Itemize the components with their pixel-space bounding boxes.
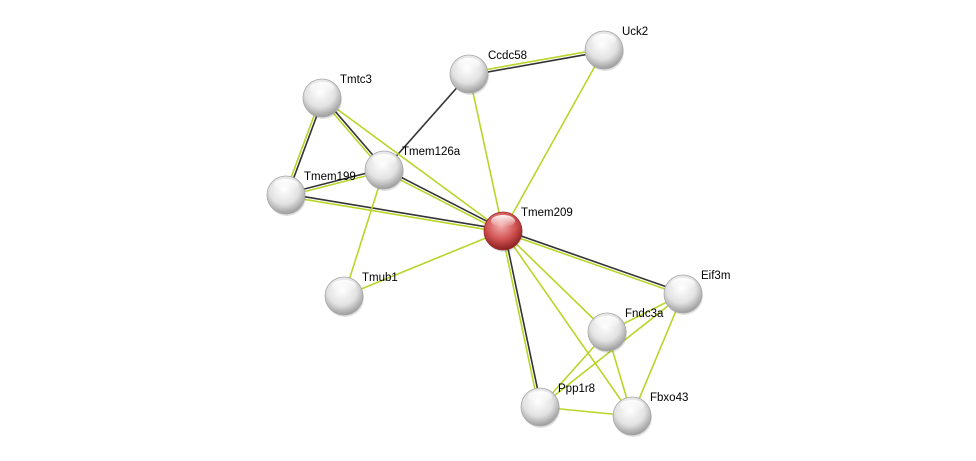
node-tmem209[interactable]: Tmem209 (483, 207, 573, 252)
node-highlight (332, 280, 356, 292)
node-tmub1[interactable]: Tmub1 (324, 272, 398, 317)
edge-tmem209-eif3m-dark[interactable] (503, 229, 684, 294)
node-highlight (491, 215, 515, 227)
node-highlight (595, 316, 619, 328)
edge-tmem209-ppp1r8-dark[interactable] (503, 230, 543, 407)
node-tmem126a[interactable]: Tmem126a (364, 146, 461, 191)
edge-uck2-ccdc58-green[interactable] (468, 47, 604, 74)
node-fndc3a[interactable]: Fndc3a (587, 308, 664, 353)
edge-tmem209-fndc3a-green[interactable] (502, 230, 608, 333)
edge-eif3m-fbxo43-green[interactable] (631, 293, 684, 417)
node-fbxo43[interactable]: Fbxo43 (612, 392, 688, 437)
edge-tmem126a-tmub1-green[interactable] (343, 169, 385, 297)
node-label: Tmtc3 (340, 74, 372, 86)
edge-tmtc3-tmem209-green[interactable] (321, 97, 504, 232)
node-highlight (372, 154, 396, 166)
edge-uck2-tmem209-green[interactable] (502, 49, 605, 232)
edge-tmem209-eif3m-green[interactable] (502, 231, 683, 296)
node-tmtc3[interactable]: Tmtc3 (302, 74, 372, 119)
edge-ccdc58-tmem209-green[interactable] (468, 73, 504, 232)
node-eif3m[interactable]: Eif3m (663, 270, 730, 315)
edge-tmem126a-tmem209-green[interactable] (383, 170, 503, 233)
node-label: Tmem199 (304, 171, 356, 183)
edge-tmub1-tmem209-green[interactable] (343, 230, 504, 297)
edge-uck2-ccdc58-dark[interactable] (469, 50, 605, 77)
node-label: Fndc3a (625, 308, 664, 320)
node-highlight (274, 179, 298, 191)
edge-tmem209-fbxo43-green[interactable] (502, 230, 633, 417)
node-label: Tmem126a (402, 146, 461, 158)
edge-tmem199-tmem209-green[interactable] (285, 195, 503, 234)
node-label: Eif3m (701, 270, 730, 282)
edge-tmem209-ppp1r8-green[interactable] (500, 231, 540, 408)
edge-tmem126a-tmem209-dark[interactable] (384, 168, 504, 231)
node-label: Tmub1 (362, 272, 398, 284)
node-highlight (457, 58, 481, 70)
node-label: Ppp1r8 (558, 383, 595, 395)
node-highlight (592, 34, 616, 46)
node-highlight (528, 391, 552, 403)
node-highlight (310, 82, 334, 94)
node-ccdc58[interactable]: Ccdc58 (449, 50, 527, 95)
node-label: Tmem209 (521, 207, 573, 219)
node-label: Ccdc58 (488, 50, 527, 62)
node-label: Fbxo43 (650, 392, 688, 404)
node-uck2[interactable]: Uck2 (584, 26, 648, 71)
node-highlight (671, 278, 695, 290)
node-tmem199[interactable]: Tmem199 (266, 171, 356, 216)
node-ppp1r8[interactable]: Ppp1r8 (520, 383, 595, 428)
node-label: Uck2 (622, 26, 648, 38)
node-highlight (620, 400, 644, 412)
edge-tmem199-tmem209-dark[interactable] (286, 192, 504, 231)
